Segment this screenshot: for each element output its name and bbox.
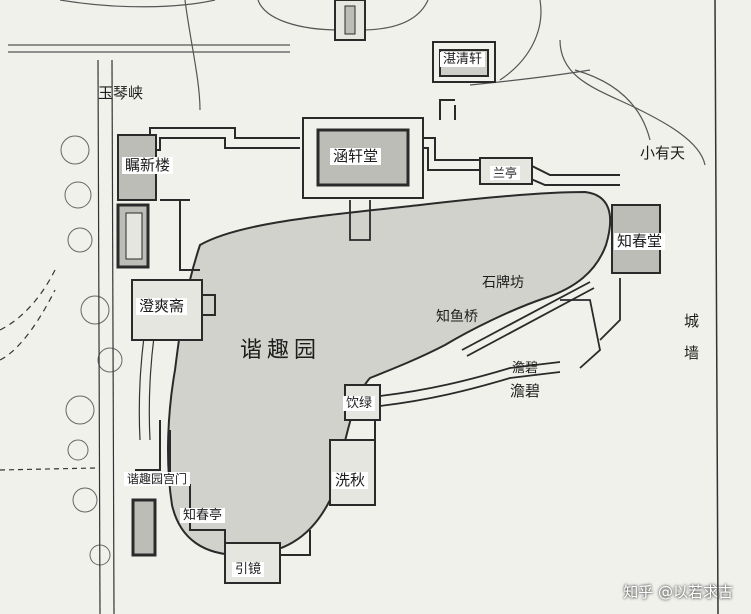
label-zhuobi-lower: 澹碧 bbox=[510, 382, 541, 400]
label-gongmen: 谐趣园宫门 bbox=[124, 472, 191, 486]
label-xiqiu: 洗秋 bbox=[332, 472, 369, 489]
bridges bbox=[349, 200, 621, 407]
background-terrain bbox=[8, 0, 719, 614]
label-zhichunting: 知春亭 bbox=[180, 508, 226, 523]
label-chengqiang-2: 墙 bbox=[684, 344, 700, 362]
label-zhiyuqiao: 知鱼桥 bbox=[436, 309, 478, 325]
label-hanxuantang: 涵轩堂 bbox=[330, 148, 382, 165]
label-yinjing: 引镜 bbox=[232, 562, 265, 577]
label-yuqinxia: 玉琴峡 bbox=[98, 84, 144, 102]
label-zhuxinlou: 瞩新楼 bbox=[122, 157, 174, 174]
label-zhichuntang: 知春堂 bbox=[614, 233, 666, 250]
label-xiequyuan: 谐趣园 bbox=[240, 338, 322, 363]
label-zhanqingxuan: 湛清轩 bbox=[440, 52, 486, 67]
label-yinlv: 饮绿 bbox=[343, 396, 376, 411]
label-chengshuangzhai: 澄爽斋 bbox=[136, 298, 188, 315]
label-chengqiang-1: 城 bbox=[684, 312, 700, 330]
watermark: 知乎 @以若求古 bbox=[623, 583, 733, 601]
label-xiaoyoutian: 小有天 bbox=[640, 144, 686, 162]
label-zhuobi-upper: 澹碧 bbox=[512, 361, 539, 376]
label-shipaifang: 石牌坊 bbox=[482, 275, 524, 291]
label-lanting: 兰亭 bbox=[490, 166, 521, 180]
